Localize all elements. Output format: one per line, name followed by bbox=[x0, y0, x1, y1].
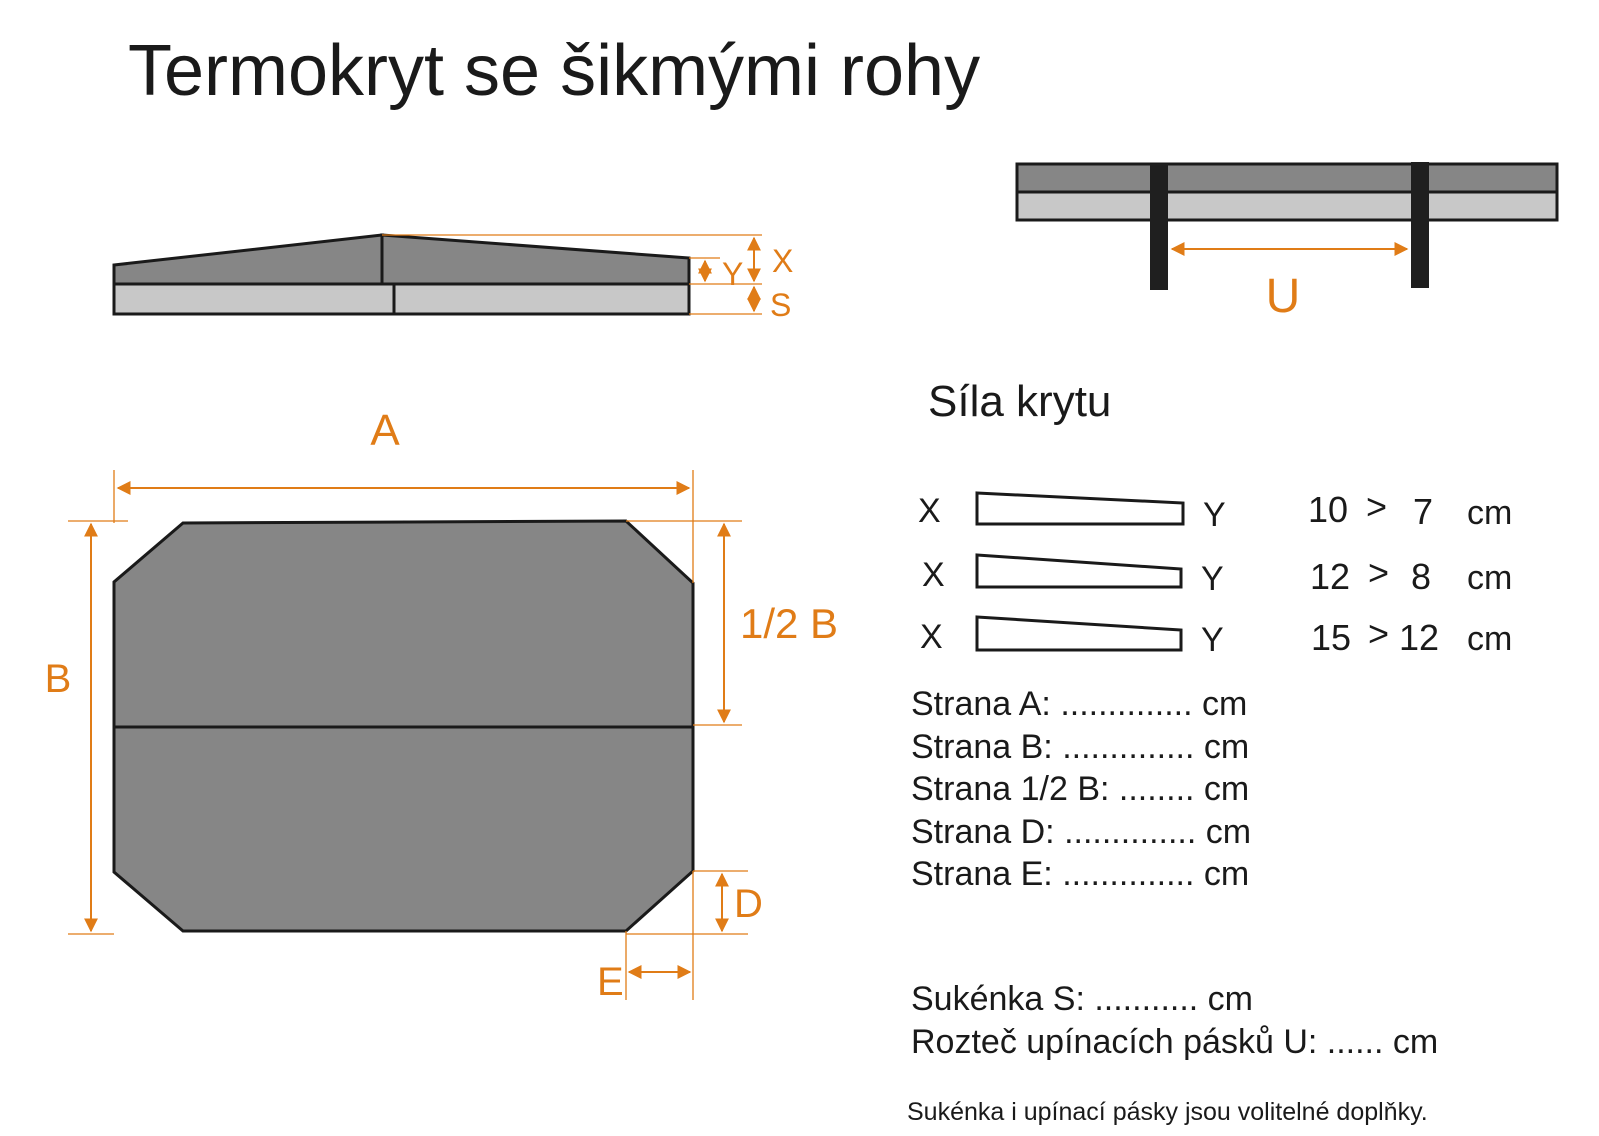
dimension-form: Strana A: .............. cm Strana B: ..… bbox=[907, 685, 1438, 1126]
label-d: D bbox=[734, 882, 763, 926]
wedge-shape bbox=[975, 615, 1183, 652]
thickness-heading: Síla krytu bbox=[928, 377, 1111, 426]
options-note: Sukénka i upínací pásky jsou volitelné d… bbox=[907, 1098, 1428, 1126]
label-x: X bbox=[772, 243, 793, 279]
thickness-row: X Y 15 > 12 cm bbox=[920, 613, 1512, 659]
thickness-symbol: > bbox=[1366, 486, 1387, 527]
thickness-to: 7 bbox=[1413, 491, 1433, 532]
thickness-row: X Y 10 > 7 cm bbox=[918, 486, 1512, 534]
thickness-x-label: X bbox=[918, 492, 941, 530]
label-u: U bbox=[1266, 270, 1301, 323]
thickness-row: X Y 12 > 8 cm bbox=[922, 552, 1512, 598]
form-line-strana-half-b: Strana 1/2 B: ........ cm bbox=[911, 770, 1249, 808]
form-line-strana-e: Strana E: .............. cm bbox=[911, 855, 1249, 893]
thickness-symbol: > bbox=[1368, 552, 1389, 593]
label-b: B bbox=[45, 657, 72, 701]
strap-right bbox=[1411, 162, 1429, 288]
thickness-to: 12 bbox=[1399, 617, 1439, 658]
strap-left bbox=[1150, 164, 1168, 290]
form-line-strana-d: Strana D: .............. cm bbox=[911, 813, 1251, 851]
thickness-unit: cm bbox=[1467, 494, 1512, 532]
side-base-right bbox=[392, 282, 691, 316]
strap-view: U bbox=[1015, 162, 1559, 323]
label-s: S bbox=[770, 287, 791, 323]
form-line-strana-b: Strana B: .............. cm bbox=[911, 728, 1249, 766]
side-view: X Y S bbox=[112, 233, 793, 323]
thickness-x-label: X bbox=[922, 556, 945, 594]
top-view: A B 1/2 B D E bbox=[45, 406, 838, 1004]
thickness-y-label: Y bbox=[1203, 496, 1226, 534]
thickness-unit: cm bbox=[1467, 620, 1512, 658]
thickness-from: 15 bbox=[1311, 617, 1351, 658]
side-lid-left bbox=[112, 233, 384, 286]
page-title: Termokryt se šikmými rohy bbox=[128, 31, 980, 111]
thickness-symbol: > bbox=[1368, 613, 1389, 654]
thickness-x-label: X bbox=[920, 618, 943, 656]
label-e: E bbox=[597, 960, 624, 1004]
form-line-strana-a: Strana A: .............. cm bbox=[911, 685, 1247, 723]
label-half-b: 1/2 B bbox=[740, 600, 838, 647]
strap-lid-bottom bbox=[1015, 190, 1559, 222]
wedge-shape bbox=[975, 491, 1185, 526]
form-line-skirt: Sukénka S: ........... cm bbox=[911, 980, 1253, 1018]
wedge-shape bbox=[975, 553, 1183, 589]
thickness-y-label: Y bbox=[1201, 560, 1224, 598]
label-y: Y bbox=[722, 256, 743, 292]
strap-lid-top bbox=[1015, 162, 1559, 194]
thickness-to: 8 bbox=[1411, 556, 1431, 597]
side-base-left bbox=[112, 282, 396, 316]
form-line-straps: Rozteč upínacích pásků U: ...... cm bbox=[911, 1023, 1438, 1061]
thickness-section: Síla krytu X Y 10 > 7 cm X Y 12 > 8 cm X… bbox=[918, 377, 1512, 659]
thickness-from: 12 bbox=[1310, 556, 1350, 597]
thickness-unit: cm bbox=[1467, 559, 1512, 597]
thickness-from: 10 bbox=[1308, 489, 1348, 530]
thickness-y-label: Y bbox=[1201, 621, 1224, 659]
side-lid-right bbox=[380, 233, 691, 286]
label-a: A bbox=[370, 406, 400, 455]
